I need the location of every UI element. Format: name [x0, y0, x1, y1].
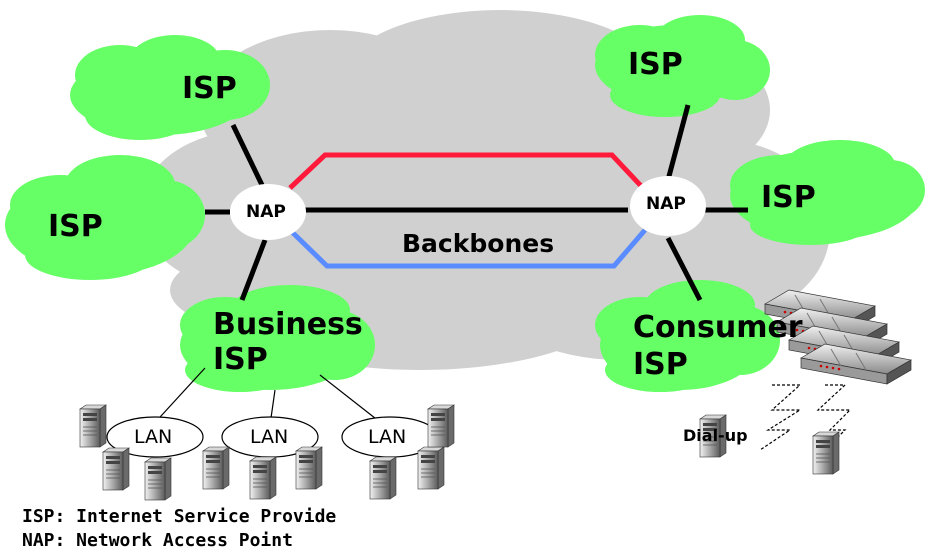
computer-tower-icon	[417, 446, 445, 490]
dialup-links	[759, 384, 852, 451]
modem-rack-icon	[800, 343, 912, 385]
legend-isp: ISP: Internet Service Provide	[22, 506, 337, 527]
isp-label-right: ISP	[761, 180, 816, 215]
computer-tower-icon	[812, 431, 840, 475]
computer-tower-icon	[202, 446, 230, 490]
computer-tower-icon	[699, 414, 727, 458]
lan-label-3: LAN	[368, 426, 407, 448]
computer-tower-icon	[249, 456, 277, 500]
backbone-blue	[290, 228, 647, 269]
computer-tower-icon	[369, 456, 397, 500]
isp-cloud-left	[5, 155, 205, 280]
backbone-red	[288, 152, 645, 190]
isp-label-left: ISP	[48, 209, 103, 244]
isp-cloud-consumer	[595, 280, 780, 392]
isp-cloud-top-left	[70, 35, 270, 140]
isp-label-top-left: ISP	[182, 71, 237, 106]
lan-label-2: LAN	[250, 426, 289, 448]
computer-tower-icon	[144, 457, 172, 501]
lan-1-ellipse	[106, 416, 204, 458]
computer-towers	[79, 404, 840, 501]
dialup-label: Dial-up	[683, 426, 748, 445]
isp-cloud-business	[180, 285, 375, 392]
computer-tower-icon	[427, 404, 455, 448]
computer-tower-icon	[79, 404, 107, 448]
legend-nap: NAP: Network Access Point	[22, 530, 293, 551]
modem-rack-stack	[764, 289, 912, 385]
consumer-isp-label-1: Consumer	[633, 310, 803, 345]
isp-label-top-right: ISP	[628, 47, 683, 82]
computer-tower-icon	[295, 446, 323, 490]
isp-cloud-top-right	[595, 15, 770, 117]
backbones-label: Backbones	[402, 229, 555, 258]
isp-links	[205, 104, 748, 302]
nap-left-node	[230, 184, 306, 240]
nap-label-left: NAP	[246, 202, 286, 222]
backbone-lines	[288, 152, 647, 269]
business-isp-label-2: ISP	[213, 342, 268, 377]
business-isp-label-1: Business	[213, 307, 363, 342]
consumer-isp-label-2: ISP	[633, 347, 688, 382]
lan-label-1: LAN	[134, 426, 173, 448]
nap-label-right: NAP	[646, 194, 686, 214]
isp-cloud-right	[730, 140, 925, 245]
nap-right-node	[630, 176, 706, 236]
computer-tower-icon	[102, 447, 130, 491]
